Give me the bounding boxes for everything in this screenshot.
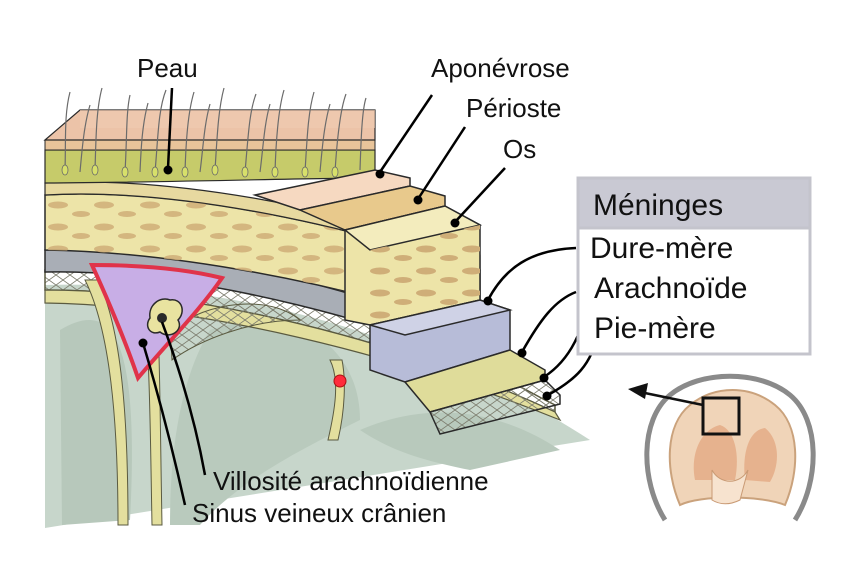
label-aponeurosis: Aponévrose [431, 53, 570, 83]
blood-vessel [333, 374, 347, 388]
meninges-legend [576, 176, 812, 356]
leader-points [138, 165, 552, 401]
label-venous-sinus: Sinus veineux crânien [192, 498, 446, 528]
hair-follicles [61, 164, 339, 178]
venous-sinus [88, 262, 226, 382]
label-bone: Os [503, 134, 536, 164]
arrow-head-icon [628, 383, 648, 399]
layer-steps [252, 169, 561, 435]
legend-item-pia: Pie-mère [594, 312, 716, 345]
label-skin: Peau [137, 53, 198, 83]
label-arachnoid-villus: Villosité arachnoïdienne [213, 466, 489, 496]
hair-strands [64, 87, 367, 173]
legend-title: Méninges [593, 189, 723, 222]
legend-item-dura: Dure-mère [590, 232, 733, 265]
label-periosteum: Périoste [466, 93, 561, 123]
inset-arrow [639, 390, 704, 407]
legend-item-arachnoid: Arachnoïde [594, 272, 747, 305]
brain-inset [644, 373, 816, 522]
